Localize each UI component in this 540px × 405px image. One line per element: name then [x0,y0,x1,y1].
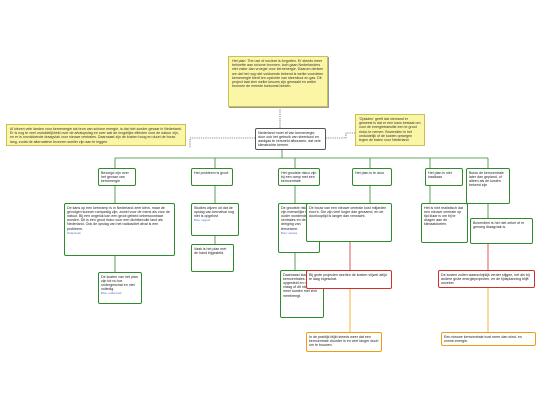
evidence-6-text: Bovendien is het niet zeker of er genoeg… [473,220,525,229]
evidence-1-text: De kans op een kernramp is in Nederland … [67,205,170,231]
connector-root-left-note [189,137,255,148]
conflict-left-text: Bij grote projecten worden de kosten vri… [309,272,387,281]
conflict-right[interactable]: De kosten zullen waarschijnlijk verder s… [438,270,535,288]
evidence-6[interactable]: Bovendien is het niet zeker of er genoeg… [470,218,533,244]
evidence-2-text: Studies wijzen uit dat de opslag van ker… [194,205,234,218]
premise-4-text: Het plan is te duur [355,170,385,175]
evidence-4-text: De bouw van een nieuwe centrale kost mil… [309,205,387,218]
premise-6-text: Bouw de kerncentrale later dan gepland, … [469,170,504,188]
conflict-right-text: De kosten zullen waarschijnlijk verder s… [441,272,530,285]
evidence-2[interactable]: Studies wijzen uit dat de opslag van ker… [191,203,239,236]
bottom-right-text: Een nieuwe kerncentrale kost meer dan wi… [444,334,522,343]
bottom-left-text: In de praktijk blijkt steeds weer dat ee… [309,334,379,347]
premise-2-text: Het probleem is groot [194,170,229,175]
sub-evidence-1[interactable]: De kosten van het plan zijn tot nu toe o… [98,272,142,304]
premise-2[interactable]: Het probleem is groot [191,168,233,186]
central-claim[interactable]: Nederland moet af van kernenergie, door … [255,128,326,150]
sub-evidence-1-tag: Bron: onderzoek [101,291,122,296]
evidence-4[interactable]: De bouw van een nieuwe centrale kost mil… [306,203,392,242]
premise-5[interactable]: Het plan is niet haalbaar [425,168,463,186]
sub-evidence-3-text: Daarnaast staan de kerncentrales ook opg… [283,272,318,298]
note-left: Al kiezen vele landen voor kernenergie a… [6,124,186,146]
premise-3-text: Het grootste risico zijn bij een ramp me… [281,170,317,183]
sub-evidence-2-text: Vaak is het plan met de hand bijgesteld. [194,246,227,255]
note-right: 'Opladen' geeft dat niemand er geweest i… [355,114,425,146]
premise-1-text: Bezorgd zijn over het gevaar van kernene… [101,170,129,183]
note-top: Het plan: The use of nuclear is forgotte… [228,56,328,107]
sub-evidence-1-text: De kosten van het plan zijn tot nu toe o… [101,274,138,292]
evidence-1[interactable]: De kans op een kernramp is in Nederland … [64,203,175,256]
conflict-left[interactable]: Bij grote projecten worden de kosten vri… [306,270,392,289]
evidence-5[interactable]: Het is niet realistisch dat een nieuwe c… [421,203,468,243]
premise-3[interactable]: Het grootste risico zijn bij een ramp me… [278,168,320,186]
evidence-5-text: Het is niet realistisch dat een nieuwe c… [424,205,463,227]
sub-evidence-2[interactable]: Vaak is het plan met de hand bijgesteld. [191,244,234,272]
premise-1[interactable]: Bezorgd zijn over het gevaar van kernene… [98,168,136,186]
bottom-right[interactable]: Een nieuwe kerncentrale kost meer dan wi… [441,332,536,346]
evidence-3-tag: Bron: nieuws [281,230,298,235]
evidence-3-text: De grootste risico's zijn menselijke fou… [281,205,317,231]
premise-4[interactable]: Het plan is te duur [352,168,392,186]
bottom-left[interactable]: In de praktijk blijkt steeds weer dat ee… [306,332,382,352]
premise-6[interactable]: Bouw de kerncentrale later dan gepland, … [466,168,510,204]
connector-root-right-note [326,132,355,139]
evidence-1-tag: Onderzoek [67,230,81,235]
evidence-2-tag: Bron: rapport [194,218,211,223]
premise-5-text: Het plan is niet haalbaar [428,170,452,179]
